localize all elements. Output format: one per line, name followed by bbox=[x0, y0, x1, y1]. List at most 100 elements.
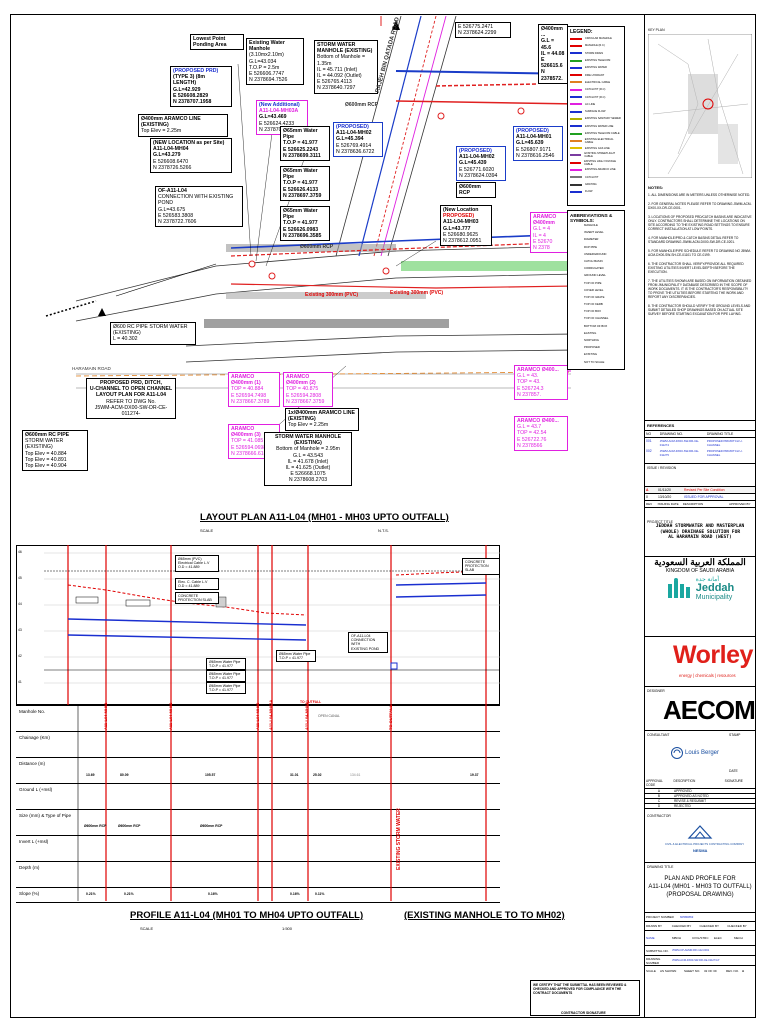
callout-line: E 526807.9171 bbox=[516, 146, 552, 153]
callout-line: T.O.P = 41.977 bbox=[279, 656, 304, 661]
contractor-section: CONTRACTOR CIVIL & ELECTRICAL PROJECTS C… bbox=[645, 812, 755, 862]
profile-title: PROFILE A11-L04 (MH01 TO MH04 UPTO OUTFA… bbox=[130, 910, 364, 921]
callout-line: 1x/Ø400mm ARAMCO LINE (EXISTING) bbox=[288, 410, 355, 423]
aramco-1-callout: ARAMCO Ø400mm (1) TOP = 40.884 E 526594.… bbox=[228, 372, 280, 408]
legend-swatch bbox=[570, 59, 582, 62]
callout-line: PROTECTION SLAB bbox=[465, 564, 489, 573]
abbreviation-item: EASTING bbox=[584, 330, 597, 335]
callout-line: (TYPE 3) (8m LENGTH) bbox=[173, 74, 205, 87]
proposed-prd-callout: (PROPOSED PRD) (TYPE 3) (8m LENGTH) G.L=… bbox=[170, 66, 232, 108]
callout-line: T.O.P = 41.977 bbox=[283, 180, 318, 187]
rev-col: ISSUING DATE bbox=[657, 502, 679, 506]
callout-line: E 526769.4914 bbox=[336, 142, 372, 149]
callout-line: G.L=43.279 bbox=[153, 152, 181, 159]
legend-label: EXISTING HIGH VOLTAGE CABLE bbox=[584, 159, 616, 166]
project-title-line: JEDDAH STORMWATER AND MASTERPLAN bbox=[655, 524, 745, 529]
scale-row: SCALE AS SHOWN SHEET NO. 32 OF 39 REV. N… bbox=[645, 966, 755, 976]
note-item: 7. THE UTILITIES SHOWN ARE BASED ON INFO… bbox=[648, 279, 752, 299]
callout-line: E 526624.4233 bbox=[259, 120, 295, 127]
callout-line: CONCRETE bbox=[178, 594, 199, 598]
legend-item: CIRCULAR MANHOLE bbox=[570, 35, 622, 42]
callout-line: G.L=43.675 bbox=[158, 206, 186, 213]
louis-berger-logo: Louis Berger bbox=[671, 747, 719, 759]
distance-value: 31.01 bbox=[290, 773, 299, 777]
callout-line: E 526583.3808 bbox=[158, 212, 194, 219]
callout-line: OF-A11-L04 bbox=[158, 188, 187, 194]
rev-cell: 0 bbox=[646, 495, 648, 499]
callout-line: E 526626.4133 bbox=[283, 186, 319, 193]
callout-line: STORM WATER (EXISTING) bbox=[25, 438, 64, 451]
callout-line: T.O.P = 41.977 bbox=[283, 220, 318, 227]
callout-line: STORM WATER MANHOLE (EXISTING) bbox=[317, 42, 373, 55]
callout-line: Top Elev = 40.891 bbox=[25, 456, 67, 463]
abbreviation-item: TOP OF KERB bbox=[584, 302, 603, 307]
ref-cell: 002 bbox=[646, 449, 652, 453]
callout-line: Ø600mm RCP bbox=[459, 184, 481, 197]
pipe-label-pvc-1: Existing 300mm (PVC) bbox=[305, 292, 359, 298]
callout-line: A11-L04-MH02 bbox=[336, 130, 372, 137]
storm-manhole-bottom-callout: STORM WATER MANHOLE (EXISTING) Bottom of… bbox=[264, 432, 352, 486]
legend-label: CIRCULAR MANHOLE bbox=[585, 37, 612, 41]
callout-line: G.L = 43. bbox=[517, 373, 539, 380]
profile-water-pipe-label-3: Ø65mm Water Pipe T.O.P = 41.977 bbox=[206, 682, 246, 695]
reference-row: 002 J5WM-ACM-DX00-SW-DR-CE-011275 PROPOS… bbox=[645, 448, 755, 458]
legend-label: STORM DRAIN bbox=[585, 51, 604, 55]
profile-y-tick: 41 bbox=[18, 680, 22, 684]
legend-swatch bbox=[570, 125, 582, 128]
callout-line: G.L = 43.543 bbox=[293, 452, 323, 459]
note-item: 4. FOR MANHOLE/PRD & CATCH BASINS DETAIL… bbox=[648, 236, 739, 244]
legend-item: STORM DRAIN bbox=[570, 50, 622, 57]
layout-plan-title: LAYOUT PLAN A11-L04 (MH01 - MH03 UPTO OU… bbox=[200, 512, 449, 523]
name-cell: MBOH bbox=[672, 936, 681, 940]
drawing-title-line: PLAN AND PROFILE FOR bbox=[664, 876, 736, 882]
note-item: 6. THE CONTRACTOR SHALL VERIFY/PROVIDE A… bbox=[648, 262, 744, 274]
stamp-label: STAMP bbox=[729, 733, 741, 737]
rev-no-value: A bbox=[742, 969, 745, 973]
profile-of-label: OF-A11-L04 CONNECTION WITH EXISTING POND bbox=[348, 632, 388, 653]
profile-water-pvc-label: Ø65mm (PVC) Electrical Cable L.V O.D = 4… bbox=[175, 555, 219, 572]
rev-col: APPROVED BY bbox=[728, 502, 751, 506]
aramco-right-mid-callout: ARAMCO Ø400... G.L = 43. TOP = 43. E 526… bbox=[514, 365, 568, 401]
profile-concrete-slab-right-label: CONCRETE PROTECTION SLAB bbox=[462, 558, 500, 575]
layout-plan-scale-value: N.T.S. bbox=[378, 528, 389, 533]
callout-line: E 52670 bbox=[533, 238, 553, 245]
callout-line: E 526775.2471 bbox=[458, 24, 494, 30]
designer-section: DESIGNER AECOM bbox=[645, 686, 756, 731]
pipe-size-value: Ø600mm RCP bbox=[200, 824, 223, 828]
rev-cell: 13/10/20 bbox=[658, 495, 672, 499]
callout-line: N 2378722.7606 bbox=[158, 219, 197, 226]
legend-item: EXISTING STREETLIGHT CABLE bbox=[570, 152, 622, 159]
client-section: المملكة العربية السعودية KINGDOM OF SAUD… bbox=[645, 556, 755, 602]
project-title-line: (WHOLE) DRAINAGE SOLUTION FOR bbox=[659, 529, 741, 535]
legend-swatch bbox=[570, 66, 582, 69]
legend-swatch bbox=[570, 96, 582, 99]
approval-header: APPROVAL CODE DESCRIPTION SIGNATURE bbox=[645, 778, 755, 788]
jeddah-text: Jeddah bbox=[695, 582, 735, 594]
revision-row: A 01/11/20 Revised Per Site Condition bbox=[645, 486, 755, 493]
profile-concrete-slab-label: CONCRETE PROTECTION SLAB bbox=[175, 592, 219, 605]
layout-plan-linework bbox=[45, 16, 571, 437]
pipe-size-value: Ø600mm RCP bbox=[118, 824, 141, 828]
profile-manhole-name: A11-L04-MH02 bbox=[168, 702, 173, 730]
callout-line: A11-L04-MH03A bbox=[259, 108, 299, 115]
drawing-number-value: J5WM-ACM-DX00-SW-DR-CE-011274-P bbox=[672, 959, 720, 962]
slope-value: 0.16% bbox=[290, 892, 300, 896]
lowest-point-callout: Lowest Point Ponding Area bbox=[190, 34, 244, 51]
reference-row: 001 J5WM-ACM-DX00-SW-DR-CE-011274 PROPOS… bbox=[645, 438, 755, 448]
callout-line: O.D = 41.889 bbox=[178, 565, 200, 570]
proposed-mh02-callout: (PROPOSED) A11-L04-MH02 G.L=45.394 E 526… bbox=[333, 122, 383, 158]
rev-cell: A bbox=[646, 488, 649, 492]
callout-line: IL = 4 bbox=[533, 232, 546, 239]
legend-label: EXISTING SANITARY SEWER bbox=[585, 117, 621, 121]
abbreviation-item: TOP OF PIPE bbox=[584, 280, 602, 285]
proposed-ditch-callout: PROPOSED PRD, DITCH, U-CHANNEL TO OPEN C… bbox=[86, 378, 176, 420]
callout-line: Ø400mm ... bbox=[541, 26, 563, 39]
profile-water-lower-label: Ø65mm Water Pipe T.O.P = 41.977 bbox=[276, 650, 316, 663]
callout-line: N 237857. bbox=[517, 391, 541, 398]
callout-line: E 526606.7747 bbox=[249, 71, 285, 78]
top-right-coords: E 526775.2471 N 2378624.2299 bbox=[455, 22, 511, 39]
profile-to-outfall-label: TO OUTFALL bbox=[300, 700, 322, 704]
abbreviations-title: ABBREVIATIONS & SYMBOLS: bbox=[570, 213, 613, 223]
callout-line: ARAMCO Ø400mm (1) bbox=[231, 374, 261, 387]
callout-line: Elec. C. Cable L.V bbox=[178, 580, 208, 584]
